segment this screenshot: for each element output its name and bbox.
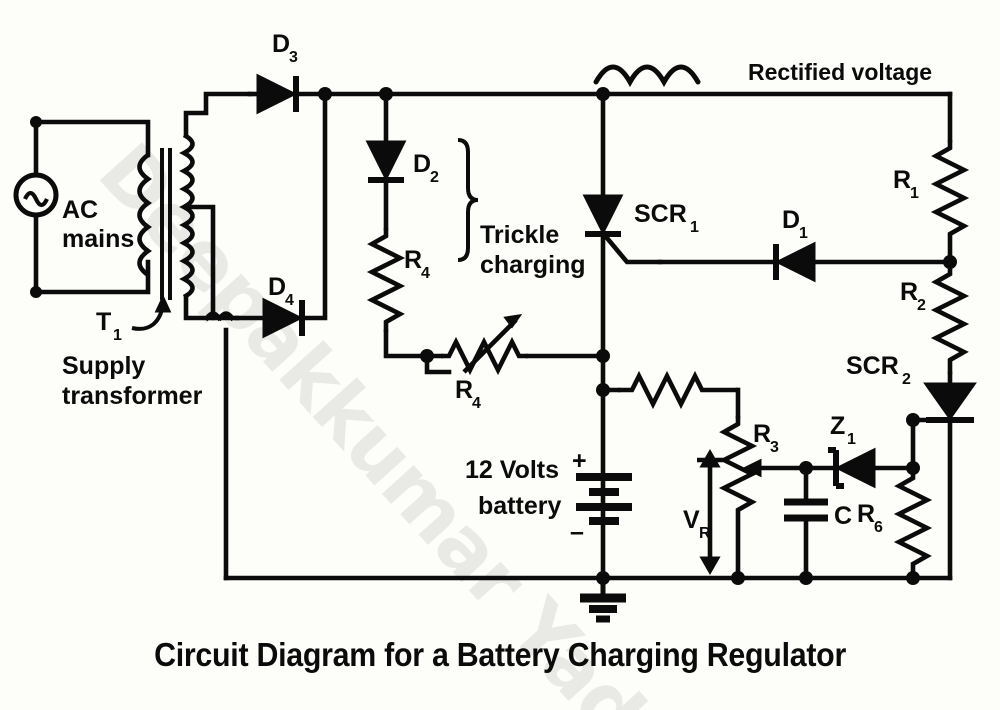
ground-icon <box>580 578 626 623</box>
node-r6-bottom <box>906 571 920 585</box>
scr1-label: SCR <box>634 200 687 228</box>
diode-d2-label: D <box>413 150 431 178</box>
transformer-ref-sub: 1 <box>113 327 122 344</box>
diode-d2: D 2 <box>365 91 439 231</box>
watermark: Deepakkumar Yadav <box>81 127 728 710</box>
scr2-sub: 2 <box>902 371 911 388</box>
diode-d4: D 4 <box>216 91 328 581</box>
diode-d3-sub: 3 <box>289 49 298 66</box>
transformer-caption-line1: Supply <box>62 352 145 380</box>
diode-d3-label: D <box>272 30 290 58</box>
terminal-dot-top <box>30 116 42 128</box>
resistor-r2: R 2 <box>900 262 970 374</box>
battery-label-line2: battery <box>478 492 561 520</box>
resistor-r4-fixed: R 4 <box>366 228 430 359</box>
vr-label: V <box>683 506 700 534</box>
diode-d3: D 3 <box>247 30 328 115</box>
diode-d4-sub: 4 <box>285 292 294 309</box>
scr1-sub: 1 <box>690 219 699 236</box>
diagram-title-bar: Circuit Diagram for a Battery Charging R… <box>0 636 1000 674</box>
resistor-r2-sub: 2 <box>917 297 926 314</box>
diode-d2-sub: 2 <box>430 169 439 186</box>
transformer-ref-label: T <box>96 308 111 336</box>
r4-wiper-arrow <box>503 313 523 329</box>
bottom-rail <box>223 571 953 585</box>
supply-transformer: T 1 Supply transformer <box>62 91 253 410</box>
potentiometer-r3: R 3 <box>718 416 813 578</box>
trickle-charging-line1: Trickle <box>480 221 559 249</box>
scr2: SCR 2 <box>846 352 977 581</box>
watermark-text: Deepakkumar Yadav <box>81 127 728 710</box>
rectified-voltage-annotation: Rectified voltage <box>593 59 932 88</box>
zener-z1: Z 1 <box>803 412 920 489</box>
vr-sub: R <box>699 525 711 542</box>
page-title: Circuit Diagram for a Battery Charging R… <box>154 636 846 673</box>
resistor-r1: R 1 <box>893 91 970 269</box>
rectified-voltage-label: Rectified voltage <box>748 59 932 85</box>
transformer-pointer-arrow <box>154 294 172 313</box>
ac-mains-label-line2: mains <box>62 225 134 253</box>
series-resistor-to-r3 <box>596 349 741 581</box>
resistor-r2-label: R <box>900 278 918 306</box>
resistor-r6-sub: 6 <box>874 519 883 536</box>
ac-mains-source: AC mains <box>13 116 151 298</box>
vr-annotation: V R <box>683 448 723 576</box>
top-rail <box>318 87 953 101</box>
potentiometer-r4-label: R <box>455 376 473 404</box>
scr1: SCR 1 <box>582 91 699 359</box>
zener-z1-label: Z <box>830 412 845 440</box>
transformer-caption-line2: transformer <box>62 382 203 410</box>
trickle-charging-annotation: Trickle charging <box>457 138 586 279</box>
ac-mains-label-line1: AC <box>62 196 98 224</box>
resistor-r1-sub: 1 <box>910 185 919 202</box>
terminal-dot-bottom <box>30 286 42 298</box>
potentiometer-r4: R 4 <box>420 313 606 412</box>
diode-d1: D 1 <box>657 206 953 283</box>
potentiometer-r4-sub: 4 <box>472 395 481 412</box>
diode-d4-label: D <box>268 273 286 301</box>
vr-arrow-down <box>699 556 721 576</box>
node-c-bottom <box>799 571 813 585</box>
resistor-r6: R 6 <box>857 468 933 578</box>
capacitor-c: C <box>784 465 852 581</box>
battery-minus-sign: – <box>570 518 584 546</box>
resistor-r6-label: R <box>857 500 875 528</box>
resistor-r4-label: R <box>404 246 422 274</box>
zener-z1-sub: 1 <box>847 431 856 448</box>
node-r3-bottom <box>731 571 745 585</box>
resistor-r1-label: R <box>893 166 911 194</box>
scr2-label: SCR <box>846 352 899 380</box>
diode-d1-sub: 1 <box>799 225 808 242</box>
battery-12v: 12 Volts battery + – <box>465 447 632 546</box>
resistor-r4-sub: 4 <box>421 265 430 282</box>
ac-source-icon <box>13 172 59 218</box>
battery-plus-sign: + <box>572 447 587 475</box>
capacitor-c-label: C <box>834 502 852 530</box>
r3-wiper-arrow <box>742 458 762 478</box>
battery-label-line1: 12 Volts <box>465 456 559 484</box>
resistor-r3-sub: 3 <box>770 439 779 456</box>
resistor-r3-label: R <box>753 420 771 448</box>
diode-d1-label: D <box>782 206 800 234</box>
trickle-charging-line2: charging <box>480 251 586 279</box>
